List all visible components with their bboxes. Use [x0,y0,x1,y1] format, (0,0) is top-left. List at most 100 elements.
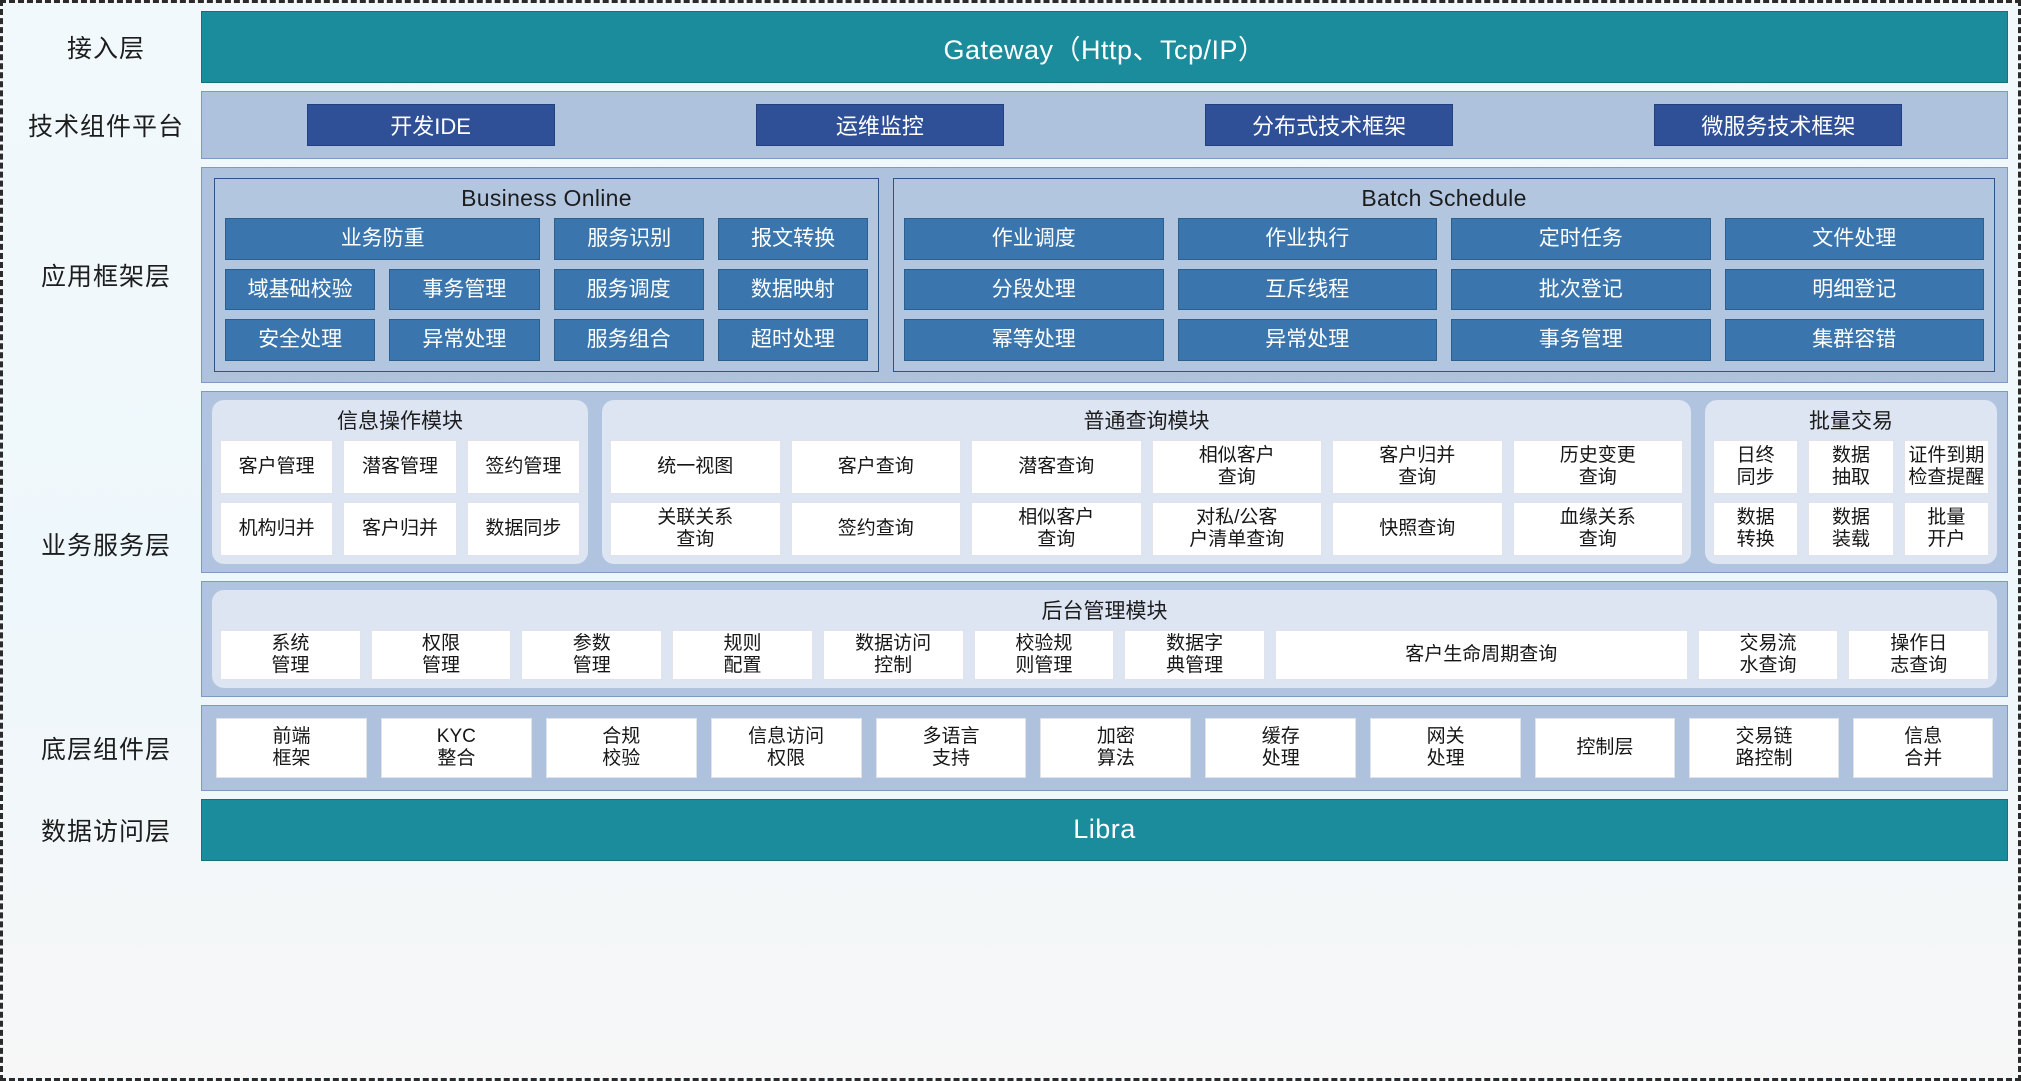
base-box[interactable]: 信息访问权限 [710,717,862,778]
base-box[interactable]: 缓存处理 [1205,717,1357,778]
app-cell[interactable]: 报文转换 [718,218,868,260]
service-box[interactable]: 数据同步 [466,502,580,556]
app-cell[interactable]: 作业执行 [1177,218,1437,260]
admin-module-title: 后台管理模块 [1041,600,1168,623]
base-box[interactable]: 多语言支持 [875,717,1027,778]
base-box[interactable]: 控制层 [1535,717,1675,778]
batch-schedule-row: 分段处理 互斥线程 批次登记 明细登记 [904,268,1984,311]
business-online-title: Business Online [461,185,632,211]
business-online-panel: Business Online 业务防重 服务识别 报文转换 域基础校验 事务管… [214,178,879,372]
app-cell[interactable]: 定时任务 [1451,218,1711,260]
bulk-transaction-row: 数据转换 数据装载 批量开户 [1713,502,1989,556]
base-box[interactable]: 前端框架 [216,717,367,778]
base-box[interactable]: 合规校验 [545,717,697,778]
service-box[interactable]: 潜客查询 [971,440,1142,494]
app-cell[interactable]: 服务组合 [553,319,704,362]
service-box[interactable]: 数据抽取 [1808,440,1894,494]
service-box[interactable]: 校验规则管理 [973,630,1115,680]
service-box[interactable]: 客户归并 [343,502,457,556]
service-box[interactable]: 关联关系查询 [610,502,781,556]
batch-schedule-row: 幂等处理 异常处理 事务管理 集群容错 [904,319,1984,362]
app-cell[interactable]: 分段处理 [904,268,1164,311]
service-box[interactable]: 签约查询 [790,502,961,556]
service-box[interactable]: 数据转换 [1713,502,1799,556]
service-box[interactable]: 日终同步 [1713,440,1799,494]
app-cell[interactable]: 异常处理 [389,319,540,362]
app-framework-panel: Business Online 业务防重 服务识别 报文转换 域基础校验 事务管… [201,167,2008,383]
app-cell[interactable]: 服务识别 [554,218,705,260]
service-box[interactable]: 系统管理 [220,630,361,680]
service-box[interactable]: 血缘关系查询 [1512,502,1683,556]
service-box[interactable]: 交易流水查询 [1697,630,1839,680]
app-cell[interactable]: 明细登记 [1724,268,1984,311]
info-operation-module: 信息操作模块 客户管理 潜客管理 签约管理 机构归并 客户归并 [212,400,588,564]
service-box[interactable]: 参数管理 [521,630,663,680]
base-box[interactable]: 加密算法 [1040,717,1192,778]
app-cell[interactable]: 数据映射 [717,268,868,311]
info-operation-row: 客户管理 潜客管理 签约管理 [220,440,580,494]
app-cell[interactable]: 批次登记 [1451,268,1711,311]
app-cell[interactable]: 互斥线程 [1177,268,1437,311]
tech-item-ops-monitor[interactable]: 运维监控 [755,104,1004,146]
service-box[interactable]: 操作日志查询 [1848,630,1990,680]
service-box[interactable]: 数据装载 [1808,502,1894,556]
common-query-title: 普通查询模块 [1083,410,1210,433]
layer-label-data-access: 数据访问层 [40,817,171,846]
base-box[interactable]: 交易链路控制 [1688,717,1840,778]
app-cell[interactable]: 事务管理 [389,268,540,311]
app-cell[interactable]: 异常处理 [1177,319,1437,362]
app-cell[interactable]: 安全处理 [225,319,376,362]
base-box[interactable]: 信息合并 [1853,717,1993,778]
app-cell[interactable]: 作业调度 [904,218,1164,260]
info-operation-row: 机构归并 客户归并 数据同步 [220,502,580,556]
service-box[interactable]: 数据访问控制 [822,630,964,680]
layer-row-access: 接入层 Gateway（Http、Tcp/IP） [11,11,2008,83]
service-box[interactable]: 客户生命周期查询 [1274,630,1688,680]
service-box[interactable]: 统一视图 [610,440,781,494]
app-cell[interactable]: 事务管理 [1451,319,1711,362]
app-cell[interactable]: 集群容错 [1724,319,1984,362]
service-box[interactable]: 潜客管理 [343,440,457,494]
bulk-transaction-row: 日终同步 数据抽取 证件到期检查提醒 [1713,440,1989,494]
service-box[interactable]: 规则配置 [672,630,813,680]
layer-row-app-framework: 应用框架层 Business Online 业务防重 服务识别 报文转换 域 [11,167,2008,383]
business-service-bottom-band: 后台管理模块 系统管理 权限管理 参数管理 规则配置 数据访问控制 校验规则管理… [201,581,2008,697]
tech-item-microservice-framework[interactable]: 微服务技术框架 [1654,104,1903,146]
service-box[interactable]: 客户管理 [220,440,334,494]
service-box[interactable]: 相似客户查询 [1151,440,1322,494]
app-cell[interactable]: 超时处理 [717,319,868,362]
app-cell[interactable]: 域基础校验 [225,268,376,311]
service-box[interactable]: 数据字典管理 [1124,630,1265,680]
layer-row-data-access: 数据访问层 Libra [11,798,2008,861]
service-box[interactable]: 快照查询 [1332,502,1503,556]
layer-row-tech-platform: 技术组件平台 开发IDE 运维监控 分布式技术框架 微服务技术框架 [11,91,2008,159]
app-cell[interactable]: 服务调度 [553,268,704,311]
tech-item-distributed-framework[interactable]: 分布式技术框架 [1205,104,1454,146]
service-box[interactable]: 批量开户 [1903,502,1989,556]
base-box[interactable]: 网关处理 [1370,717,1522,778]
tech-platform-panel: 开发IDE 运维监控 分布式技术框架 微服务技术框架 [201,91,2008,159]
service-box[interactable]: 历史变更查询 [1512,440,1683,494]
business-service-top-band: 信息操作模块 客户管理 潜客管理 签约管理 机构归并 客户归并 [201,391,2008,573]
app-cell[interactable]: 业务防重 [225,218,541,260]
service-box[interactable]: 权限管理 [370,630,512,680]
service-box[interactable]: 相似客户查询 [971,502,1142,556]
layer-label-base-components: 底层组件层 [40,735,171,764]
admin-module: 后台管理模块 系统管理 权限管理 参数管理 规则配置 数据访问控制 校验规则管理… [212,590,1997,688]
app-cell[interactable]: 幂等处理 [904,319,1164,362]
layer-label-access: 接入层 [66,35,145,63]
business-online-row: 业务防重 服务识别 报文转换 [225,218,868,260]
service-box[interactable]: 对私/公客户清单查询 [1151,502,1322,556]
service-box[interactable]: 客户查询 [790,440,961,494]
service-box[interactable]: 机构归并 [220,502,334,556]
service-box[interactable]: 证件到期检查提醒 [1903,440,1989,494]
common-query-row: 关联关系查询 签约查询 相似客户查询 对私/公客户清单查询 快照查询 血缘关系查… [610,502,1683,556]
service-box[interactable]: 签约管理 [466,440,580,494]
tech-item-dev-ide[interactable]: 开发IDE [306,104,555,146]
layer-label-business-service: 业务服务层 [40,531,171,560]
batch-schedule-panel: Batch Schedule 作业调度 作业执行 定时任务 文件处理 分段处理 … [893,178,1995,372]
service-box[interactable]: 客户归并查询 [1332,440,1503,494]
app-cell[interactable]: 文件处理 [1724,218,1984,260]
